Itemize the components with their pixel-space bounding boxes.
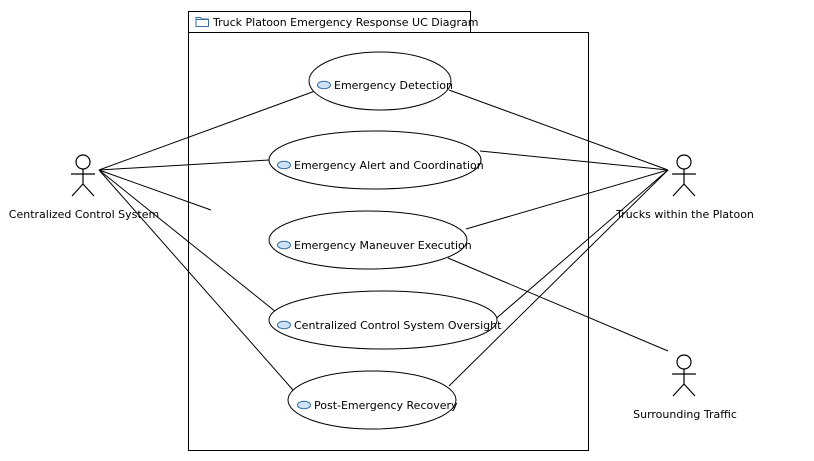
stick-figure-icon bbox=[71, 154, 95, 197]
association-ccs-uc5 bbox=[98, 169, 294, 391]
use-case-label: Centralized Control System Oversight bbox=[294, 319, 502, 332]
use-case-ccs-oversight[interactable]: Centralized Control System Oversight bbox=[268, 290, 502, 350]
use-case-label: Emergency Alert and Coordination bbox=[294, 159, 484, 172]
association-trucks-uc2 bbox=[479, 150, 669, 171]
stick-figure-icon bbox=[672, 354, 696, 397]
folder-icon bbox=[195, 17, 209, 27]
associations bbox=[98, 89, 669, 391]
use-case-label: Post-Emergency Recovery bbox=[314, 399, 458, 412]
association-ccs-uc1 bbox=[98, 90, 316, 171]
stick-figure-icon bbox=[672, 154, 696, 197]
use-case-icon bbox=[317, 80, 331, 90]
association-ccs-uc2 bbox=[98, 159, 270, 171]
association-trucks-uc5 bbox=[448, 169, 669, 387]
use-case-emergency-maneuver[interactable]: Emergency Maneuver Execution bbox=[268, 210, 472, 270]
actor-label: Trucks within the Platoon bbox=[615, 208, 754, 221]
actor-surrounding-traffic[interactable]: Surrounding Traffic bbox=[633, 354, 737, 421]
association-trucks-uc1 bbox=[448, 89, 669, 171]
use-case-label: Emergency Detection bbox=[334, 79, 453, 92]
association-trucks-uc3 bbox=[465, 169, 669, 230]
association-ccs-uc3 bbox=[98, 169, 212, 211]
actor-label: Surrounding Traffic bbox=[633, 408, 737, 421]
use-case-emergency-alert[interactable]: Emergency Alert and Coordination bbox=[268, 130, 484, 190]
actor-centralized-control-system[interactable]: Centralized Control System bbox=[9, 154, 159, 221]
use-case-post-emergency-recovery[interactable]: Post-Emergency Recovery bbox=[287, 370, 458, 430]
diagram-title: Truck Platoon Emergency Response UC Diag… bbox=[212, 16, 479, 29]
association-ccs-uc4 bbox=[98, 169, 277, 313]
actor-trucks-within-platoon[interactable]: Trucks within the Platoon bbox=[615, 154, 754, 221]
title-tab bbox=[188, 11, 471, 33]
association-trucks-uc4 bbox=[491, 169, 669, 323]
use-case-icon bbox=[277, 160, 291, 170]
system-boundary[interactable]: Truck Platoon Emergency Response UC Diag… bbox=[188, 11, 589, 451]
use-case-icon bbox=[277, 320, 291, 330]
use-case-icon bbox=[297, 400, 311, 410]
association-traffic-uc3 bbox=[447, 257, 669, 352]
use-case-label: Emergency Maneuver Execution bbox=[294, 239, 472, 252]
use-case-icon bbox=[277, 240, 291, 250]
use-case-emergency-detection[interactable]: Emergency Detection bbox=[308, 51, 453, 111]
actor-label: Centralized Control System bbox=[9, 208, 159, 221]
